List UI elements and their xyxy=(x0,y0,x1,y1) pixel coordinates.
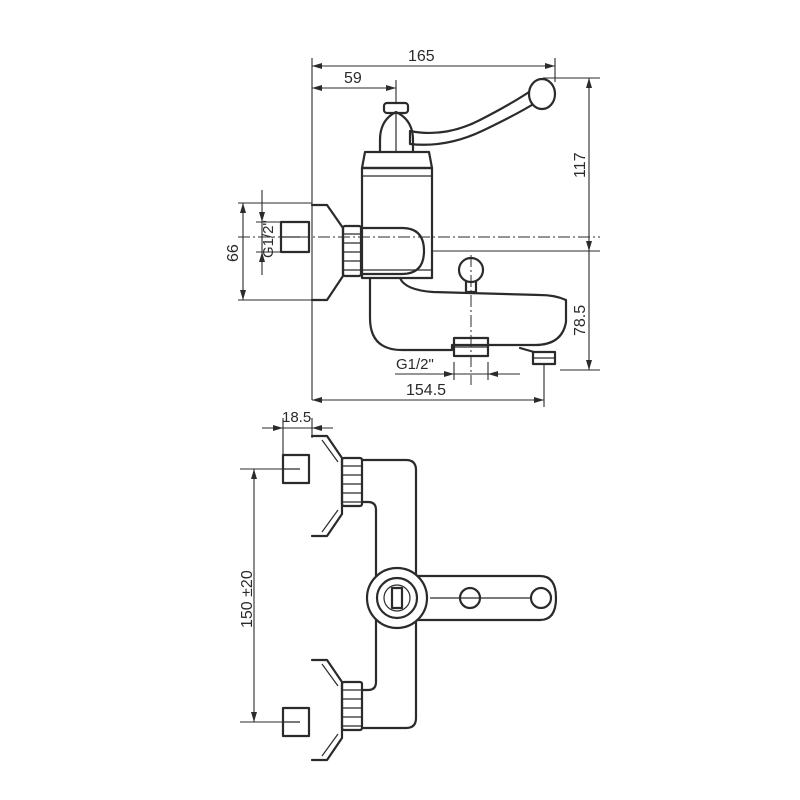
dim-g12-inlet-label: G1/2" xyxy=(260,220,277,258)
dim-117-label: 117 xyxy=(572,152,589,178)
plan-view-dimensions: 18.5 150 ±20 xyxy=(239,409,333,723)
plan-view xyxy=(281,434,558,762)
plan-lever-ball xyxy=(529,586,553,610)
dim-18-5-label: 18.5 xyxy=(282,409,311,426)
dim-78-5-label: 78.5 xyxy=(572,305,589,336)
side-wall-flange xyxy=(310,203,345,302)
dim-154-5-label: 154.5 xyxy=(406,382,446,399)
side-hex-nut xyxy=(341,224,363,278)
side-spout-aerator xyxy=(531,350,557,366)
plan-upper-inlet xyxy=(281,434,364,538)
dim-150-label: 150 ±20 xyxy=(239,570,256,628)
side-lever-handle xyxy=(408,86,542,146)
dim-g12-shower-label: G1/2" xyxy=(396,356,434,373)
side-spout xyxy=(368,276,568,352)
plan-lower-inlet xyxy=(281,658,364,762)
dim-165-label: 165 xyxy=(408,48,435,65)
dim-66-label: 66 xyxy=(225,244,242,262)
side-shower-outlet xyxy=(452,336,490,358)
side-lever-ball xyxy=(527,77,557,111)
side-body-cap xyxy=(360,150,434,170)
side-view xyxy=(279,77,568,385)
side-view-dimensions: 165 59 117 78.5 66 G1/2" xyxy=(225,48,600,407)
dim-59-label: 59 xyxy=(344,70,362,87)
side-handle-knob xyxy=(378,101,415,154)
side-elbow-connector xyxy=(359,226,426,276)
